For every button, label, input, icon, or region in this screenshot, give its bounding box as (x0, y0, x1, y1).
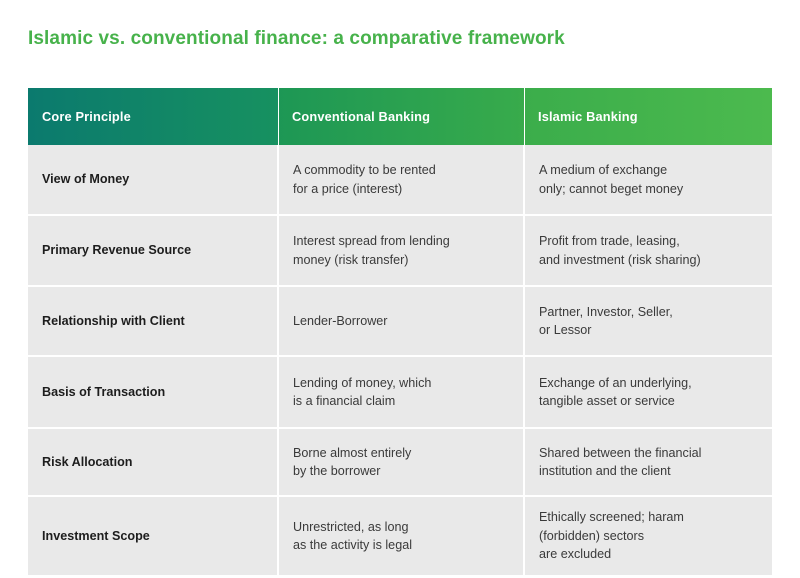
column-header-core-principle: Core Principle (28, 88, 278, 145)
column-header-islamic-banking: Islamic Banking (524, 88, 772, 145)
table-row: Basis of Transaction Lending of money, w… (28, 355, 772, 428)
table-row: Investment Scope Unrestricted, as long a… (28, 495, 772, 575)
cell-line: and investment (risk sharing) (539, 252, 701, 267)
column-header-conventional-banking: Conventional Banking (278, 88, 524, 145)
cell-conventional-banking: Borne almost entirely by the borrower (277, 427, 524, 496)
table-row: View of Money A commodity to be rented f… (28, 145, 772, 215)
table-header-row: Core Principle Conventional Banking Isla… (28, 88, 772, 145)
comparison-table-container: Core Principle Conventional Banking Isla… (28, 88, 772, 575)
cell-conventional-banking: Unrestricted, as long as the activity is… (277, 495, 524, 575)
cell-line: Exchange of an underlying, (539, 375, 692, 390)
cell-line: by the borrower (293, 464, 381, 478)
cell-line: are excluded (539, 547, 612, 562)
cell-line: Ethically screened; haram (539, 510, 684, 525)
cell-line: is a financial claim (293, 394, 396, 408)
cell-line: Lender-Borrower (293, 313, 388, 328)
cell-conventional-banking: A commodity to be rented for a price (in… (277, 145, 524, 215)
cell-islamic-banking: Partner, Investor, Seller, or Lessor (523, 285, 772, 356)
page-title: Islamic vs. conventional finance: a comp… (28, 28, 565, 49)
cell-line: Lending of money, which (293, 375, 432, 390)
cell-core-principle: Risk Allocation (28, 427, 278, 496)
cell-line: money (risk transfer) (293, 252, 409, 267)
cell-line: Shared between the financial (539, 445, 702, 460)
cell-line: A medium of exchange (539, 163, 668, 177)
cell-line: or Lessor (539, 323, 592, 337)
cell-conventional-banking: Lender-Borrower (277, 285, 524, 356)
cell-islamic-banking: Exchange of an underlying, tangible asse… (523, 355, 772, 428)
cell-islamic-banking: Shared between the financial institution… (523, 427, 772, 496)
cell-conventional-banking: Lending of money, which is a financial c… (277, 355, 524, 428)
cell-line: for a price (interest) (293, 181, 403, 196)
cell-line: tangible asset or service (539, 394, 675, 408)
cell-line: Partner, Investor, Seller, (539, 304, 673, 319)
table-row: Primary Revenue Source Interest spread f… (28, 214, 772, 286)
cell-line: Profit from trade, leasing, (539, 234, 680, 248)
cell-islamic-banking: Profit from trade, leasing, and investme… (523, 214, 772, 286)
cell-core-principle: Basis of Transaction (28, 355, 278, 428)
cell-core-principle: Investment Scope (28, 495, 278, 575)
cell-line: as the activity is legal (293, 538, 412, 552)
table-row: Relationship with Client Lender-Borrower… (28, 285, 772, 356)
cell-line: (forbidden) sectors (539, 528, 644, 543)
cell-core-principle: Primary Revenue Source (28, 214, 278, 286)
cell-line: institution and the client (539, 464, 671, 478)
cell-line: Borne almost entirely (293, 445, 412, 460)
table-head: Core Principle Conventional Banking Isla… (28, 88, 772, 145)
table-body: View of Money A commodity to be rented f… (28, 145, 772, 575)
cell-line: only; cannot beget money (539, 181, 684, 196)
cell-conventional-banking: Interest spread from lending money (risk… (277, 214, 524, 286)
cell-islamic-banking: Ethically screened; haram (forbidden) se… (523, 495, 772, 575)
table-row: Risk Allocation Borne almost entirely by… (28, 427, 772, 496)
comparison-table: Core Principle Conventional Banking Isla… (28, 88, 772, 575)
cell-line: Unrestricted, as long (293, 519, 409, 534)
cell-islamic-banking: A medium of exchange only; cannot beget … (523, 145, 772, 215)
cell-core-principle: Relationship with Client (28, 285, 278, 356)
cell-core-principle: View of Money (28, 145, 278, 215)
cell-line: Interest spread from lending (293, 234, 450, 248)
cell-line: A commodity to be rented (293, 163, 436, 177)
